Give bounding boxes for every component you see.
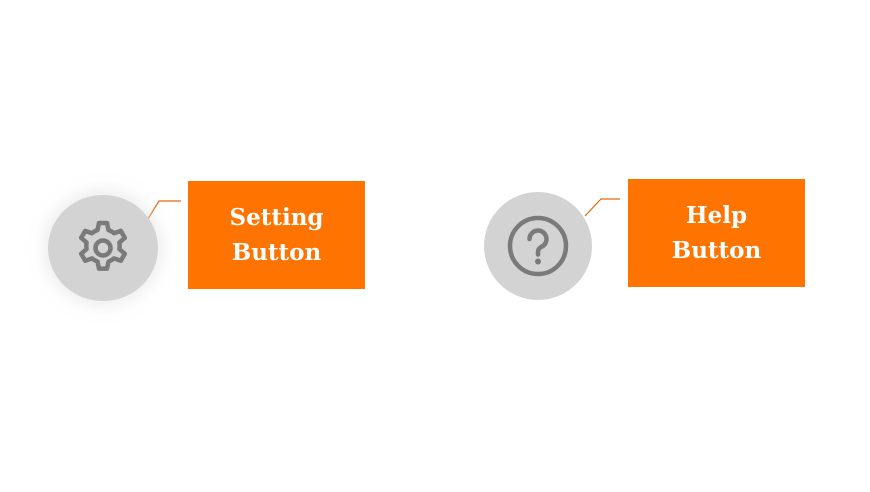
question-circle-icon: [505, 213, 571, 279]
setting-callout-line2: Button: [231, 239, 322, 266]
help-button-callout: Help Button: [628, 179, 805, 287]
setting-leader-line: [145, 200, 181, 223]
help-callout-line1: Help: [685, 202, 748, 229]
gear-icon: [70, 215, 136, 281]
help-leader-line: [584, 198, 620, 217]
setting-button-callout: Setting Button: [188, 181, 365, 289]
help-button[interactable]: [484, 192, 592, 300]
setting-callout-line1: Setting: [229, 204, 324, 231]
help-callout-line2: Button: [671, 237, 762, 264]
setting-button[interactable]: [48, 195, 158, 301]
